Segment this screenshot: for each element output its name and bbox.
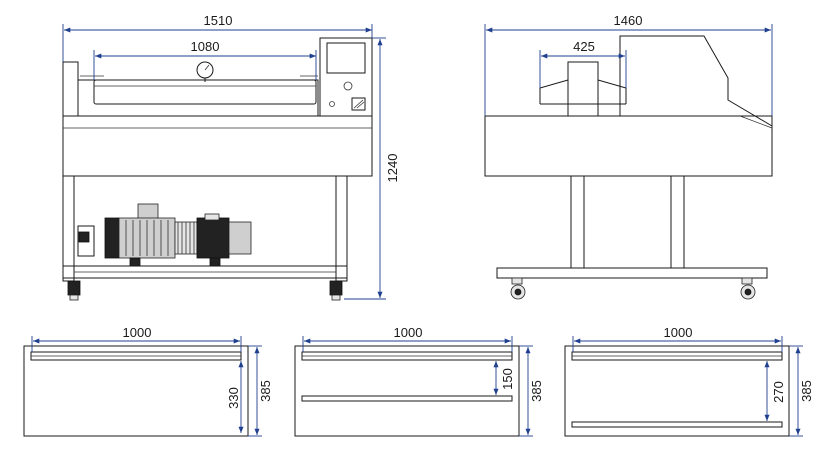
front-leg-left xyxy=(62,175,75,282)
plate-2-sealing-bar-middle xyxy=(301,395,513,402)
front-left-bracket xyxy=(62,61,79,117)
dim-label-front-width: 1510 xyxy=(204,13,233,28)
power-switch xyxy=(351,97,366,111)
side-leg-left xyxy=(570,175,585,269)
front-base-frame xyxy=(62,265,348,279)
plate-3-sealing-bar-bottom xyxy=(571,421,783,428)
chamber-lid-outline xyxy=(78,79,319,116)
dim-label-chamber-width: 1080 xyxy=(191,39,220,54)
plate-2-outline xyxy=(294,345,520,437)
control-screen xyxy=(326,42,366,74)
chamber-lid xyxy=(93,79,317,105)
vacuum-pump xyxy=(104,203,252,267)
front-caster-right xyxy=(329,280,343,296)
control-panel xyxy=(319,37,373,117)
side-caster-right xyxy=(740,277,756,300)
dim-label-plate-3-inner: 270 xyxy=(771,381,786,403)
plate-view-1: 1000 330 385 xyxy=(23,325,273,437)
dim-label-plate-2-inner: 150 xyxy=(500,368,515,390)
side-body xyxy=(484,115,773,177)
dim-label-plate-3-width: 1000 xyxy=(664,325,693,340)
dim-label-plate-1-width: 1000 xyxy=(123,325,152,340)
dim-label-total-height: 1240 xyxy=(385,154,400,183)
side-caster-left xyxy=(510,277,526,300)
front-view: 1510 1080 1240 xyxy=(62,13,400,301)
plate-1-outline xyxy=(23,345,249,437)
plate-view-2: 1000 150 385 xyxy=(294,325,544,437)
front-caster-left xyxy=(67,280,81,296)
control-knob xyxy=(343,81,353,91)
front-leg-right xyxy=(335,175,348,282)
dim-label-side-lid: 425 xyxy=(573,39,595,54)
dim-label-plate-1-outer: 385 xyxy=(258,380,273,402)
side-view: 1460 425 xyxy=(484,13,773,300)
front-body xyxy=(62,115,373,177)
indicator-light xyxy=(329,101,335,107)
side-leg-right xyxy=(670,175,685,269)
dim-label-side-depth: 1460 xyxy=(614,13,643,28)
dim-label-plate-1-inner: 330 xyxy=(226,387,241,409)
oil-filter xyxy=(77,225,95,257)
side-lid-front xyxy=(539,61,627,104)
dim-label-plate-2-outer: 385 xyxy=(529,380,544,402)
side-lid-back xyxy=(619,35,773,127)
plate-3-outline xyxy=(564,345,790,437)
dim-label-plate-2-width: 1000 xyxy=(394,325,423,340)
dim-label-plate-3-outer: 385 xyxy=(799,380,814,402)
side-base xyxy=(496,267,768,279)
plate-view-3: 1000 270 385 xyxy=(564,325,814,437)
